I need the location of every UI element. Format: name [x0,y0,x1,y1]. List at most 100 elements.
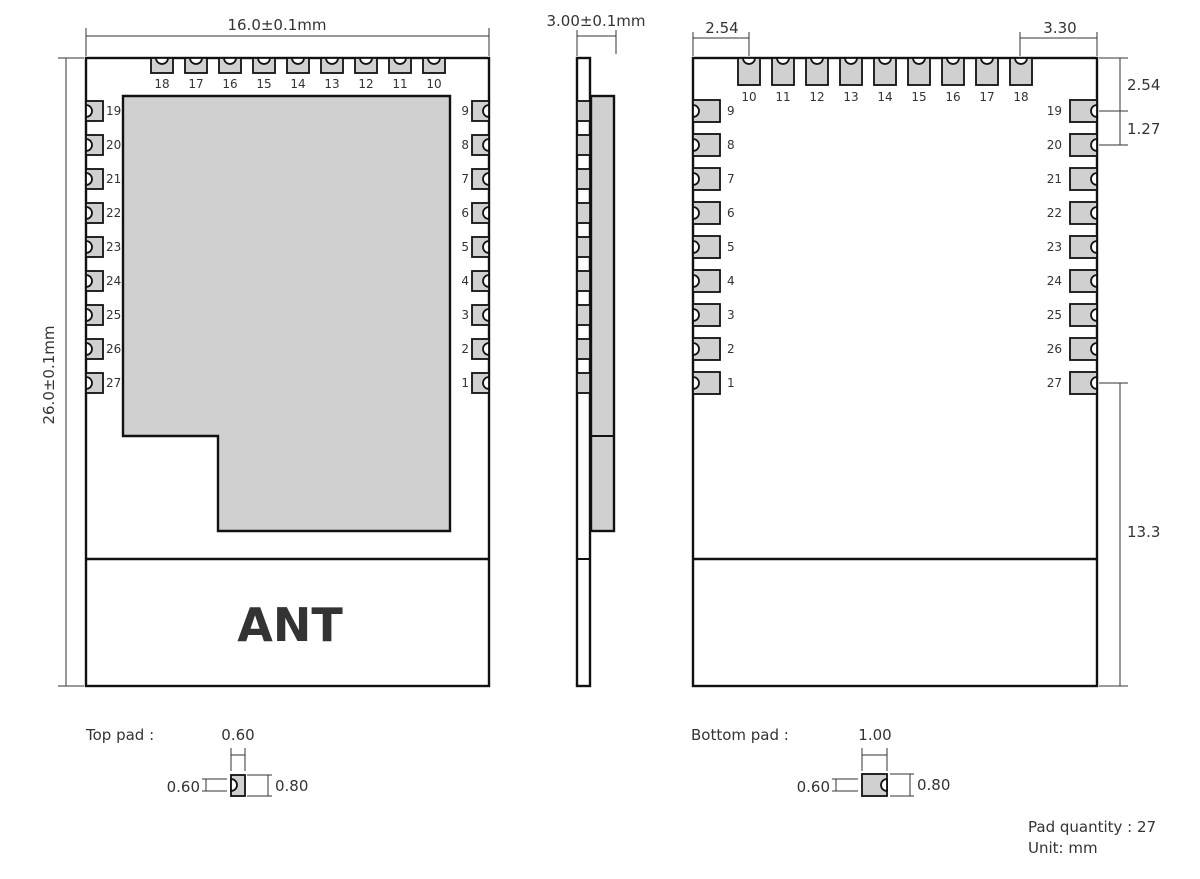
top-view-pad [85,338,104,360]
pin-number-label: 16 [222,77,237,91]
top-view-pad [471,372,490,394]
bottom-view-pad [805,57,829,86]
pin-number-label: 21 [1047,172,1062,186]
top-view-pad [85,270,104,292]
bottom-pad-width-label: 1.00 [858,726,891,744]
pin-number-label: 1 [727,376,735,390]
pin-number-label: 10 [741,90,756,104]
bottom-view-pad [1069,201,1098,225]
top-view-pad [85,236,104,258]
bottom-view-pad [1069,371,1098,395]
bottom-view-pad [692,133,721,157]
pin-number-label: 22 [106,206,121,220]
top-view-pad [320,57,344,74]
pin-number-label: 13 [843,90,858,104]
top-view-height-label: 26.0±0.1mm [40,325,58,424]
pad-quantity-note: Pad quantity : 27 [1028,818,1156,836]
pin-number-label: 2 [461,342,469,356]
pin-number-label: 24 [1047,274,1062,288]
side-view-pad [576,202,591,224]
pin-number-label: 3 [461,308,469,322]
pin-number-label: 19 [1047,104,1062,118]
bottom-view-pad [941,57,965,86]
pin-number-label: 26 [1047,342,1062,356]
side-view-pad [576,134,591,156]
pin-number-label: 25 [1047,308,1062,322]
pin-number-label: 6 [461,206,469,220]
bottom-view-pad [692,269,721,293]
pin-number-label: 14 [877,90,892,104]
side-view-shield-can [589,94,616,533]
side-view-pad [576,270,591,292]
bottom-view-pad [907,57,931,86]
antenna-label: ANT [237,598,343,652]
notes: Pad quantity : 27 Unit: mm [1028,818,1156,857]
top-view-pad [85,202,104,224]
top-view-pad [184,57,208,74]
top-pad-height-label: 0.80 [275,777,308,795]
pin-number-label: 4 [461,274,469,288]
pin-number-label: 18 [154,77,169,91]
top-view-pad [252,57,276,74]
side-view-thickness-label: 3.00±0.1mm [546,12,645,30]
top-view-pad [471,304,490,326]
top-view-pad [471,270,490,292]
pin-number-label: 22 [1047,206,1062,220]
bottom-view-right-offset-dimension: 3.30 [1019,19,1098,56]
top-view-pad [388,57,412,74]
side-view: 3.00±0.1mm [546,12,646,688]
top-view-pad [471,134,490,156]
bottom-view-pad [692,337,721,361]
top-view-shield-can [121,94,452,533]
pin-number-label: 20 [1047,138,1062,152]
pin-number-label: 12 [358,77,373,91]
top-view-pad [471,236,490,258]
bottom-view-pad [692,167,721,191]
top-pad-notch [230,778,238,792]
bottom-view-pad [692,235,721,259]
pin-number-label: 18 [1013,90,1028,104]
pin-number-label: 26 [106,342,121,356]
pin-number-label: 23 [1047,240,1062,254]
top-view-pad [471,168,490,190]
pin-number-label: 5 [727,240,735,254]
pin-number-label: 7 [461,172,469,186]
bottom-pad-notch-label: 0.60 [797,778,830,796]
bottom-view-pitch-label: 1.27 [1127,120,1160,138]
bottom-view-pad [692,99,721,123]
pin-number-label: 10 [426,77,441,91]
pin-number-label: 5 [461,240,469,254]
pin-number-label: 15 [911,90,926,104]
bottom-pad-height-label: 0.80 [917,776,950,794]
top-view-pad [150,57,174,74]
side-view-pad [576,168,591,190]
bottom-view-antenna-zone-label: 13.3 [1127,523,1160,541]
side-view-pad [576,338,591,360]
pin-number-label: 12 [809,90,824,104]
top-view-height-dimension: 26.0±0.1mm [40,57,84,687]
bottom-view-left-offset-label: 2.54 [705,19,738,37]
pin-number-label: 7 [727,172,735,186]
pin-number-label: 23 [106,240,121,254]
pin-number-label: 25 [106,308,121,322]
top-pad-notch-label: 0.60 [167,778,200,796]
bottom-view-antenna-zone-dimension: 13.3 [1099,382,1160,687]
bottom-view-pad [1069,167,1098,191]
bottom-view-module-outline [691,56,1099,688]
bottom-view-pad [1069,133,1098,157]
top-view-pad [471,202,490,224]
bottom-view-pad [1069,99,1098,123]
top-view-pad [85,372,104,394]
pin-number-label: 9 [727,104,735,118]
top-view-pad [471,338,490,360]
top-view-pad [85,304,104,326]
pin-number-label: 24 [106,274,121,288]
pin-number-label: 6 [727,206,735,220]
side-view-pad [576,304,591,326]
pin-number-label: 17 [979,90,994,104]
